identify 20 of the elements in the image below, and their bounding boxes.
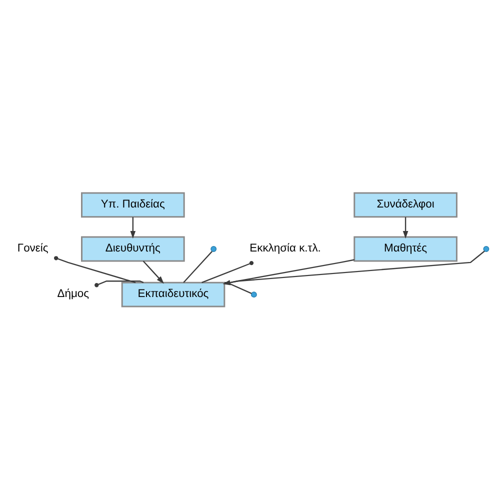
arrow (142, 260, 164, 284)
arrow (130, 216, 136, 238)
node-box: Υπ. Παιδείας (81, 192, 185, 218)
node-text: Γονείς (17, 242, 48, 254)
arrow (402, 216, 408, 238)
node-box: Διευθυντής (81, 236, 185, 262)
node-text: Εκκλησία κ.τλ. (250, 242, 321, 254)
connector (224, 282, 252, 294)
arrow (222, 258, 354, 285)
node-box: Εκπαιδευτικός (121, 281, 226, 307)
connector (94, 280, 144, 287)
node-box: Συνάδελφοι (354, 192, 458, 218)
connector (54, 256, 136, 283)
connector (183, 250, 212, 282)
connector (202, 260, 254, 283)
node-circle (483, 246, 490, 252)
node-box: Μαθητές (354, 236, 458, 262)
node-circle (210, 246, 217, 252)
node-circle (250, 291, 257, 298)
node-text: Δήμος (57, 288, 90, 300)
